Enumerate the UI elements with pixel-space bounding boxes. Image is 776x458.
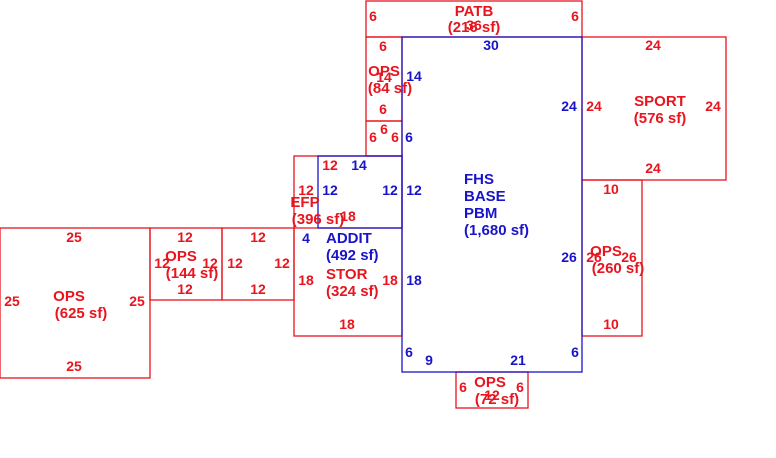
stor-dim-right: 18 (382, 272, 398, 288)
ops-144-area: OPS (144 sf) 12 12 12 12 (154, 229, 218, 297)
ops-144-label-line-1: OPS (165, 248, 197, 265)
eff-label-line-1: EFP (290, 194, 319, 211)
ops-625-dim-left: 25 (4, 293, 20, 309)
sport-dim-right: 24 (705, 98, 721, 114)
ops-72-dim-left: 6 (459, 379, 467, 395)
ops-260-area: OPS (260 sf) 10 26 26 10 (586, 181, 644, 332)
ops-625-area: OPS (625 sf) 25 25 25 25 (4, 229, 145, 374)
patb-dim-right: 6 (571, 8, 579, 24)
base-dim-left-14: 14 (406, 68, 422, 84)
unlabeled-12x12-dim-top: 12 (250, 229, 266, 245)
ops-84-label-line-2: (84 sf) (368, 80, 412, 97)
unlabeled-12x12-dim-left: 12 (227, 255, 243, 271)
addit-dim-top: 14 (351, 157, 367, 173)
ops-625-dim-right: 25 (129, 293, 145, 309)
ops-84-dim-bottom: 6 (379, 101, 387, 117)
sport-area: SPORT (576 sf) 24 24 24 24 (586, 37, 721, 176)
patb-label-line-1: PATB (455, 3, 494, 20)
base-dim-left-6: 6 (405, 129, 413, 145)
eff-dim-top: 12 (322, 157, 338, 173)
ops-72-dim-right: 6 (516, 379, 524, 395)
base-dim-left-18: 18 (406, 272, 422, 288)
sport-dim-top: 24 (645, 37, 661, 53)
addit-label-line-2: (492 sf) (326, 247, 379, 264)
ops-260-label-line-1: OPS (590, 243, 622, 260)
sport-label-line-1: SPORT (634, 93, 686, 110)
sport-dim-bottom: 24 (645, 160, 661, 176)
ops-144-label-line-2: (144 sf) (166, 265, 219, 282)
base-label-line-3: PBM (464, 205, 497, 222)
stor-area: STOR (324 sf) 18 18 18 (298, 266, 398, 332)
small-6x6-dim-right: 6 (391, 129, 399, 145)
patb-dim-left: 6 (369, 8, 377, 24)
ops-72-area: OPS (72 sf) 12 6 6 (459, 374, 524, 408)
base-label-line-2: BASE (464, 188, 506, 205)
ops-260-dim-bottom: 10 (603, 316, 619, 332)
patb-area: PATB (216 sf) 36 6 6 (369, 3, 579, 36)
base-label-line-1: FHS (464, 171, 494, 188)
ops-144-dim-right: 12 (202, 255, 218, 271)
unlabeled-12x12-dim-bottom: 12 (250, 281, 266, 297)
patb-label-line-2: (216 sf) (448, 19, 501, 36)
ops-72-dim-top: 12 (484, 387, 500, 403)
unlabeled-12x12-dim-right: 12 (274, 255, 290, 271)
unlabeled-12x12-outline (221, 227, 295, 301)
stor-dim-left: 18 (298, 272, 314, 288)
addit-label-line-1: ADDIT (326, 230, 372, 247)
addit-dim-step: 4 (302, 230, 310, 246)
stor-label-line-2: (324 sf) (326, 283, 379, 300)
sport-label-line-2: (576 sf) (634, 110, 687, 127)
addit-area: ADDIT (492 sf) 14 12 12 4 (302, 157, 398, 264)
ops-625-label-line-1: OPS (53, 288, 85, 305)
ops-625-dim-bottom: 25 (66, 358, 82, 374)
eff-dim-inner: 18 (340, 208, 356, 224)
eff-label-line-2: (396 sf) (292, 211, 345, 228)
small-6x6-dim-left: 6 (369, 129, 377, 145)
base-dim-top: 30 (483, 37, 499, 53)
ops-84-label-line-1: OPS (368, 63, 400, 80)
base-dim-bottom-21: 21 (510, 352, 526, 368)
base-dim-right-24: 24 (561, 98, 577, 114)
sport-dim-left: 24 (586, 98, 602, 114)
ops-72-label-line-2: (72 sf) (475, 391, 519, 408)
small-6x6-area: 6 6 6 (369, 121, 399, 145)
base-label-line-4: (1,680 sf) (464, 222, 529, 239)
base-dim-bottom-9: 9 (425, 352, 433, 368)
base-area: FHS BASE PBM (1,680 sf) 30 14 6 12 18 24… (405, 37, 579, 368)
base-dim-left-12: 12 (406, 182, 422, 198)
ops-144-dim-top: 12 (177, 229, 193, 245)
ops-260-dim-right: 26 (621, 249, 637, 265)
base-dim-bottom-right-6: 6 (571, 344, 579, 360)
ops-260-dim-top: 10 (603, 181, 619, 197)
ops-260-label-line-2: (260 sf) (592, 260, 645, 277)
blue-outlines (317, 36, 583, 373)
ops-144-dim-bottom: 12 (177, 281, 193, 297)
eff-area: EFP (396 sf) 12 12 18 (290, 157, 356, 228)
ops-625-dim-top: 25 (66, 229, 82, 245)
addit-dim-right: 12 (382, 182, 398, 198)
ops-144-dim-left: 12 (154, 255, 170, 271)
ops-84-area: OPS (84 sf) 6 14 6 (368, 38, 412, 117)
addit-outline (317, 155, 403, 229)
ops-72-label-line-1: OPS (474, 374, 506, 391)
ops-625-label-line-2: (625 sf) (55, 305, 108, 322)
base-dim-right-26: 26 (561, 249, 577, 265)
stor-dim-bottom: 18 (339, 316, 355, 332)
base-dim-bottom-left-6: 6 (405, 344, 413, 360)
small-6x6-dim-top: 6 (380, 121, 388, 137)
ops-625-outline (0, 227, 151, 379)
ops-260-dim-left: 26 (586, 249, 602, 265)
unlabeled-12x12-area: 12 12 12 12 (227, 229, 290, 297)
eff-dim-left: 12 (298, 182, 314, 198)
red-outlines (0, 0, 727, 409)
addit-dim-left: 12 (322, 182, 338, 198)
ops-84-dim-top: 6 (379, 38, 387, 54)
stor-label-line-1: STOR (326, 266, 368, 283)
patb-dim-top: 36 (466, 17, 482, 33)
ops-84-dim-left: 14 (376, 69, 392, 85)
